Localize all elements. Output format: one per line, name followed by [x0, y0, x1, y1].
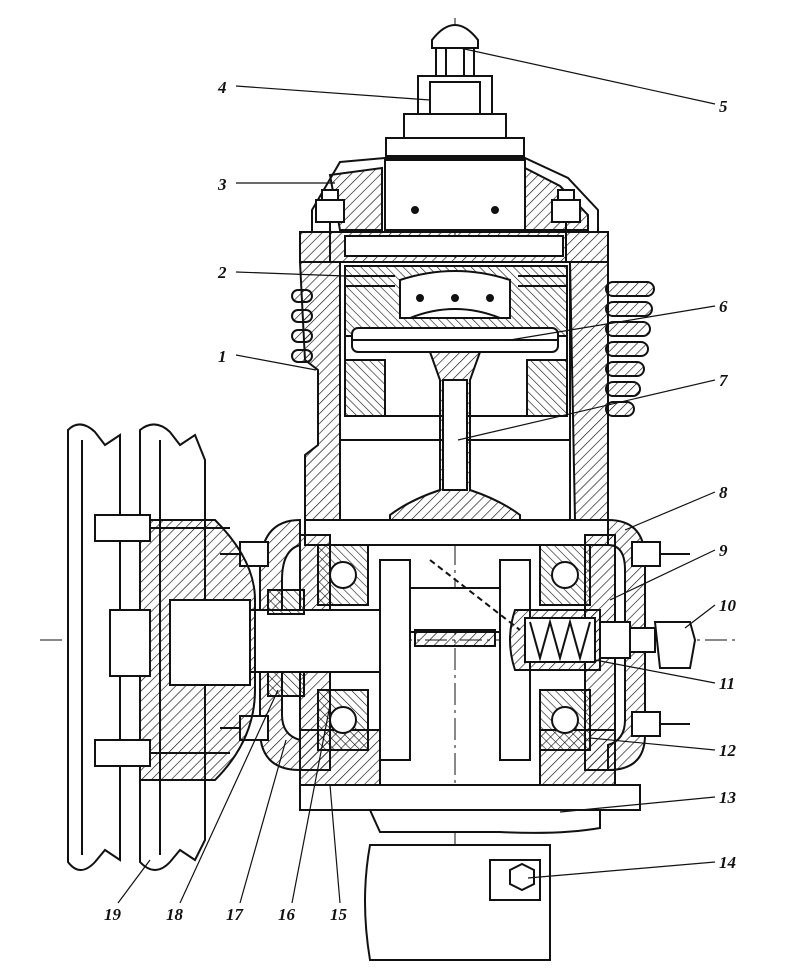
callout-16: 16 [278, 905, 296, 924]
callout-11: 11 [719, 674, 735, 693]
oil-pump-spring [509, 609, 631, 671]
callout-15: 15 [330, 905, 348, 924]
piston [344, 265, 568, 417]
mounting-base [299, 784, 641, 834]
callout-8: 8 [719, 483, 728, 502]
main-bearings [317, 544, 591, 751]
head-studs [315, 189, 581, 262]
cooling-fins-left [291, 289, 313, 363]
callout-14: 14 [719, 853, 736, 872]
piston-pin [351, 327, 559, 353]
valve-body [385, 75, 525, 157]
cylinder-head [299, 157, 609, 263]
callout-2: 2 [217, 263, 227, 282]
callout-10: 10 [719, 596, 737, 615]
safety-valve-cap [431, 24, 479, 77]
callout-19: 19 [104, 905, 122, 924]
crankshaft [239, 559, 531, 761]
leader-lines [117, 47, 716, 904]
pulley-hub [94, 514, 256, 781]
callout-4: 4 [217, 78, 227, 97]
oil-plug [629, 621, 697, 669]
callout-labels: 1 2 3 4 5 6 7 8 9 10 11 12 13 14 15 16 1… [104, 78, 737, 924]
bracket [364, 844, 551, 961]
cover-bolts [220, 541, 690, 741]
callout-13: 13 [719, 788, 737, 807]
callout-5: 5 [719, 97, 728, 116]
callout-17: 17 [226, 905, 245, 924]
callout-7: 7 [719, 371, 729, 390]
cooling-fins [605, 281, 655, 417]
callout-18: 18 [166, 905, 184, 924]
callout-12: 12 [719, 741, 737, 760]
callout-3: 3 [217, 175, 227, 194]
oil-seal [267, 589, 305, 697]
callout-1: 1 [218, 347, 227, 366]
callout-6: 6 [719, 297, 728, 316]
callout-9: 9 [719, 541, 728, 560]
